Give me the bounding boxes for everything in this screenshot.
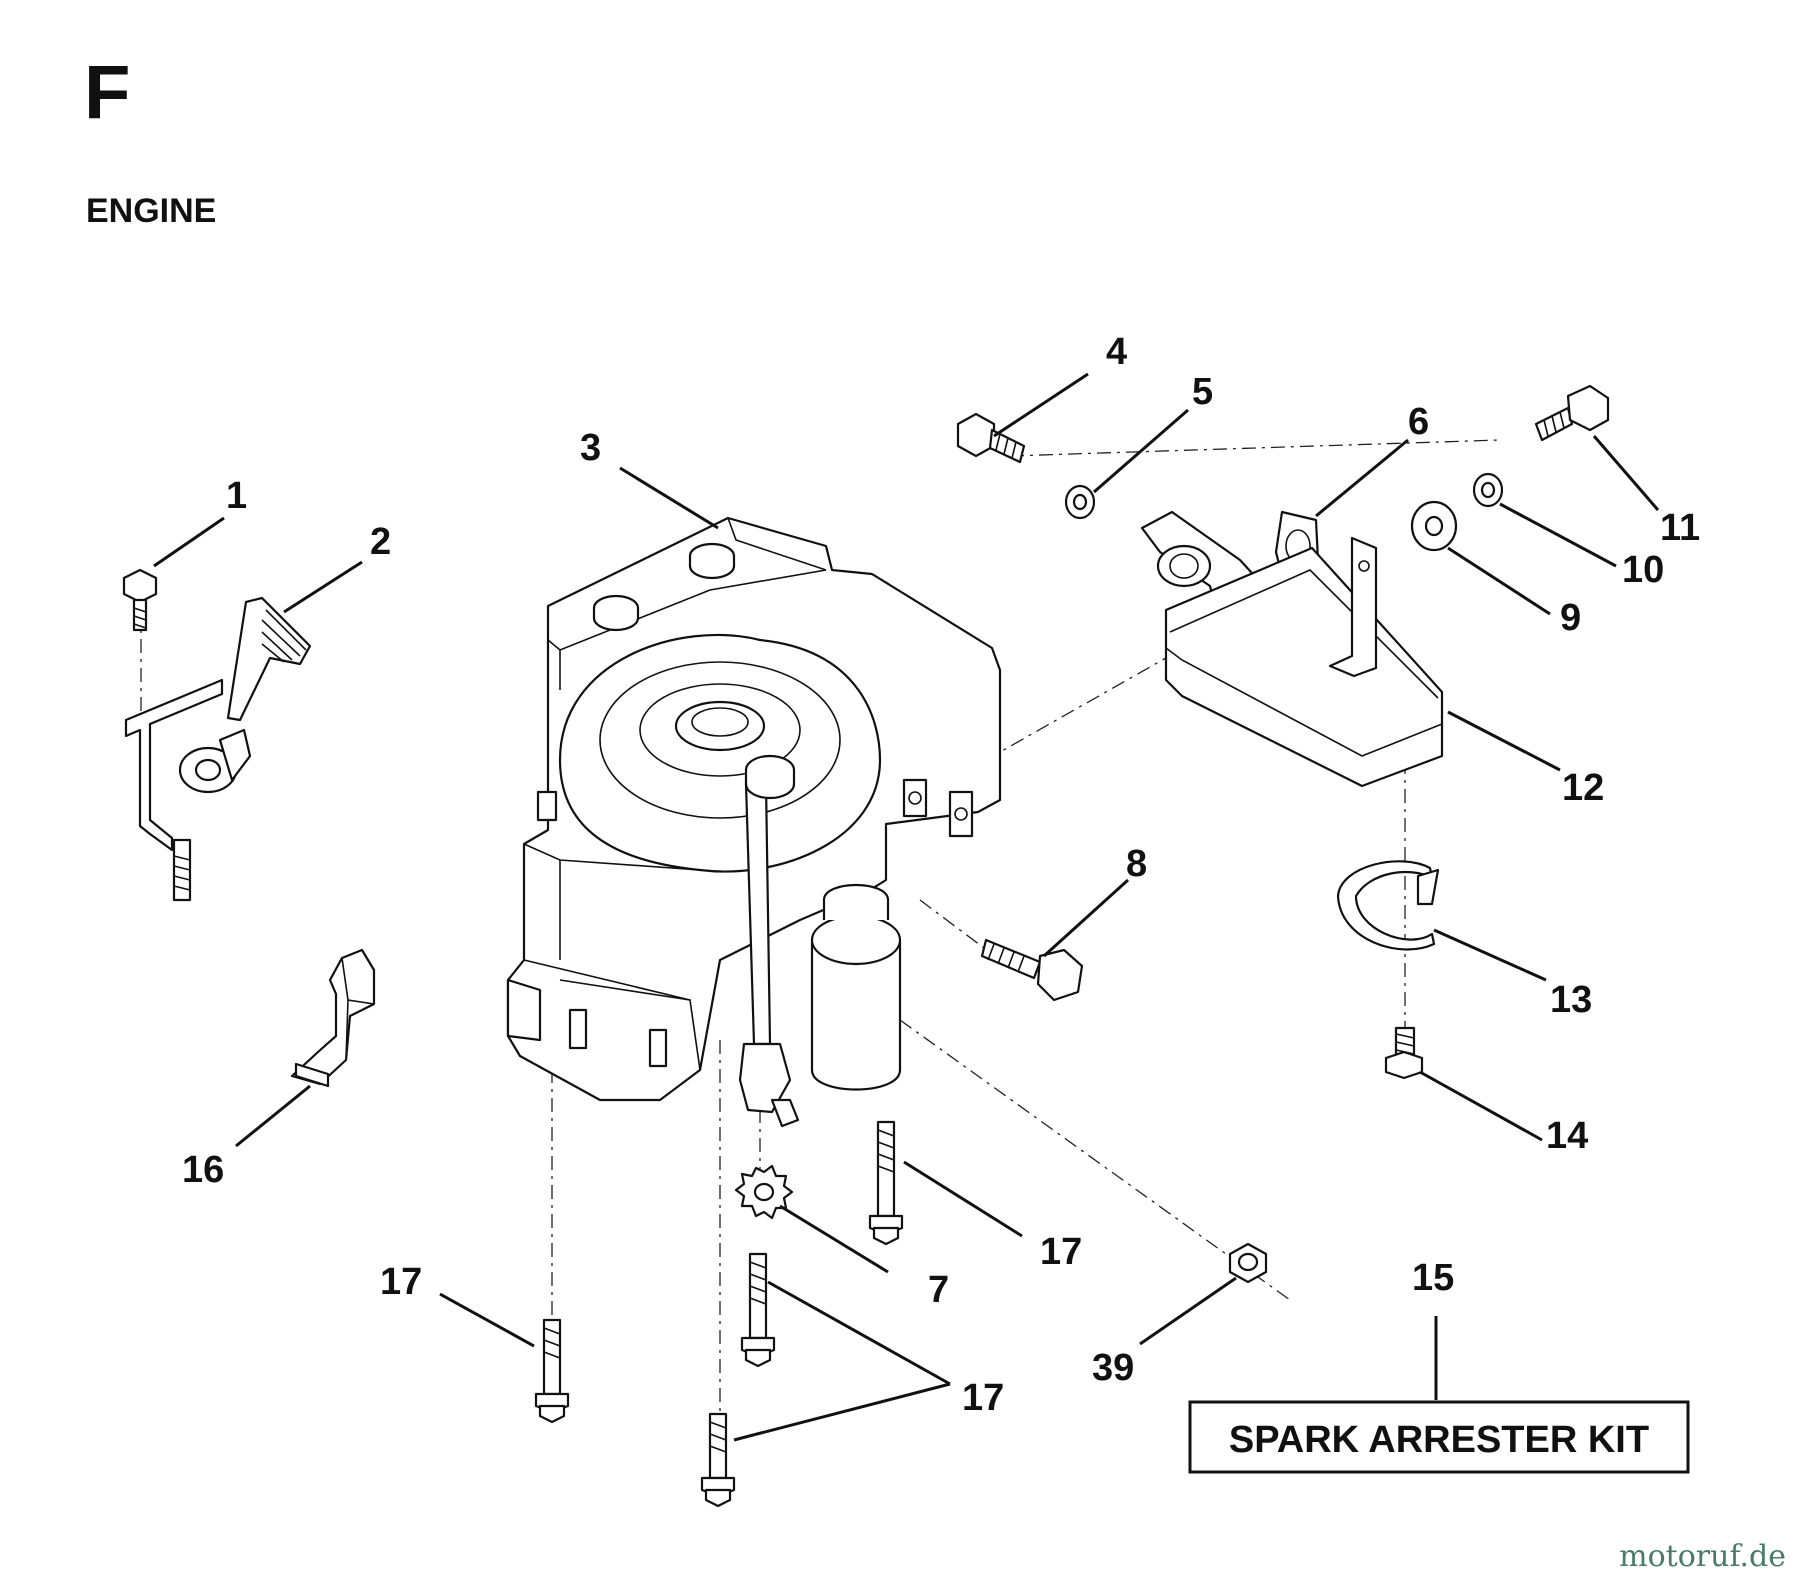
spark-arrester-kit-box: SPARK ARRESTER KIT — [1188, 1400, 1690, 1474]
part-1-bolt — [122, 568, 158, 632]
part-5-washer — [1064, 484, 1096, 520]
part-7-lock-washer — [734, 1164, 794, 1220]
part-4-bolt — [956, 412, 1026, 464]
part-17-bolt-b — [740, 1252, 776, 1368]
part-9-washer — [1410, 500, 1458, 552]
callout-15: 15 — [1412, 1257, 1454, 1299]
part-13-spark-screen — [1336, 860, 1440, 951]
callout-1: 1 — [226, 475, 247, 517]
callout-39: 39 — [1092, 1347, 1134, 1389]
part-16-bracket — [290, 948, 376, 1088]
callout-7: 7 — [928, 1269, 949, 1311]
part-3-engine — [506, 516, 1002, 1128]
callout-12: 12 — [1562, 767, 1604, 809]
figure-letter: F — [84, 50, 130, 135]
leader-lines — [153, 372, 1660, 1442]
watermark-logo: motoruf.de — [1619, 1539, 1786, 1574]
callout-4: 4 — [1106, 331, 1127, 373]
page-title: ENGINE — [86, 192, 216, 230]
callout-2: 2 — [370, 521, 391, 563]
callout-numbers: 1 2 3 4 5 6 7 8 9 10 11 12 13 14 15 16 1… — [182, 331, 1700, 1419]
part-10-washer — [1472, 472, 1504, 508]
callout-5: 5 — [1192, 371, 1213, 413]
callout-17-b: 17 — [380, 1261, 422, 1303]
callout-17-c: 17 — [962, 1377, 1004, 1419]
callout-8: 8 — [1126, 843, 1147, 885]
callout-10: 10 — [1622, 549, 1664, 591]
assembly-lines — [140, 439, 1501, 1440]
part-2-throttle-control — [124, 596, 312, 902]
part-11-bolt — [1534, 384, 1610, 442]
callout-13: 13 — [1550, 979, 1592, 1021]
callout-3: 3 — [580, 427, 601, 469]
callout-9: 9 — [1560, 597, 1581, 639]
part-17-bolt-d — [700, 1412, 736, 1508]
callout-16: 16 — [182, 1149, 224, 1191]
part-8-bolt — [980, 938, 1084, 1002]
part-39-nut — [1228, 1242, 1268, 1284]
part-17-bolt-c — [534, 1318, 570, 1424]
kit-label: SPARK ARRESTER KIT — [1229, 1419, 1649, 1461]
part-17-bolt-a — [868, 1120, 904, 1246]
part-14-screw — [1384, 1026, 1424, 1080]
callout-14: 14 — [1546, 1115, 1588, 1157]
callout-6: 6 — [1408, 401, 1429, 443]
callout-17-a: 17 — [1040, 1231, 1082, 1273]
part-12-muffler — [1140, 510, 1444, 788]
callout-11: 11 — [1660, 507, 1700, 549]
